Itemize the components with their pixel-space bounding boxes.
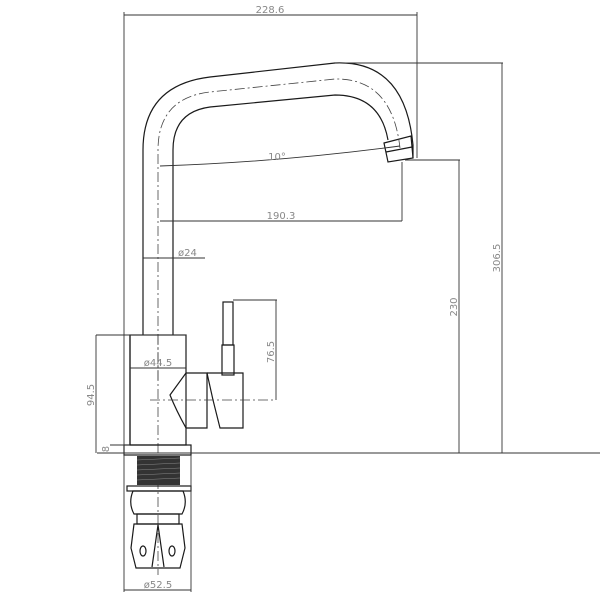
total-width-label: 228.6 [256,5,285,16]
tube-diameter-label: ø24 [178,248,197,259]
body-diameter-label: ø44.5 [144,358,172,369]
total-height-label: 306.5 [492,244,503,273]
thread-section [137,456,180,485]
spout [142,62,414,380]
handle-height-label: 76.5 [266,341,277,363]
base-thickness-label: 8 [101,446,112,452]
handle [150,301,276,429]
body-height-label: 94.5 [86,384,97,406]
base-mount [123,444,192,569]
spout-outlet-height-label: 230 [449,297,460,316]
dimension-lines [95,12,600,592]
spout-reach-label: 190.3 [267,211,296,222]
base-diameter-label: ø52.5 [144,580,172,591]
spout-angle-label: 10° [268,152,286,163]
